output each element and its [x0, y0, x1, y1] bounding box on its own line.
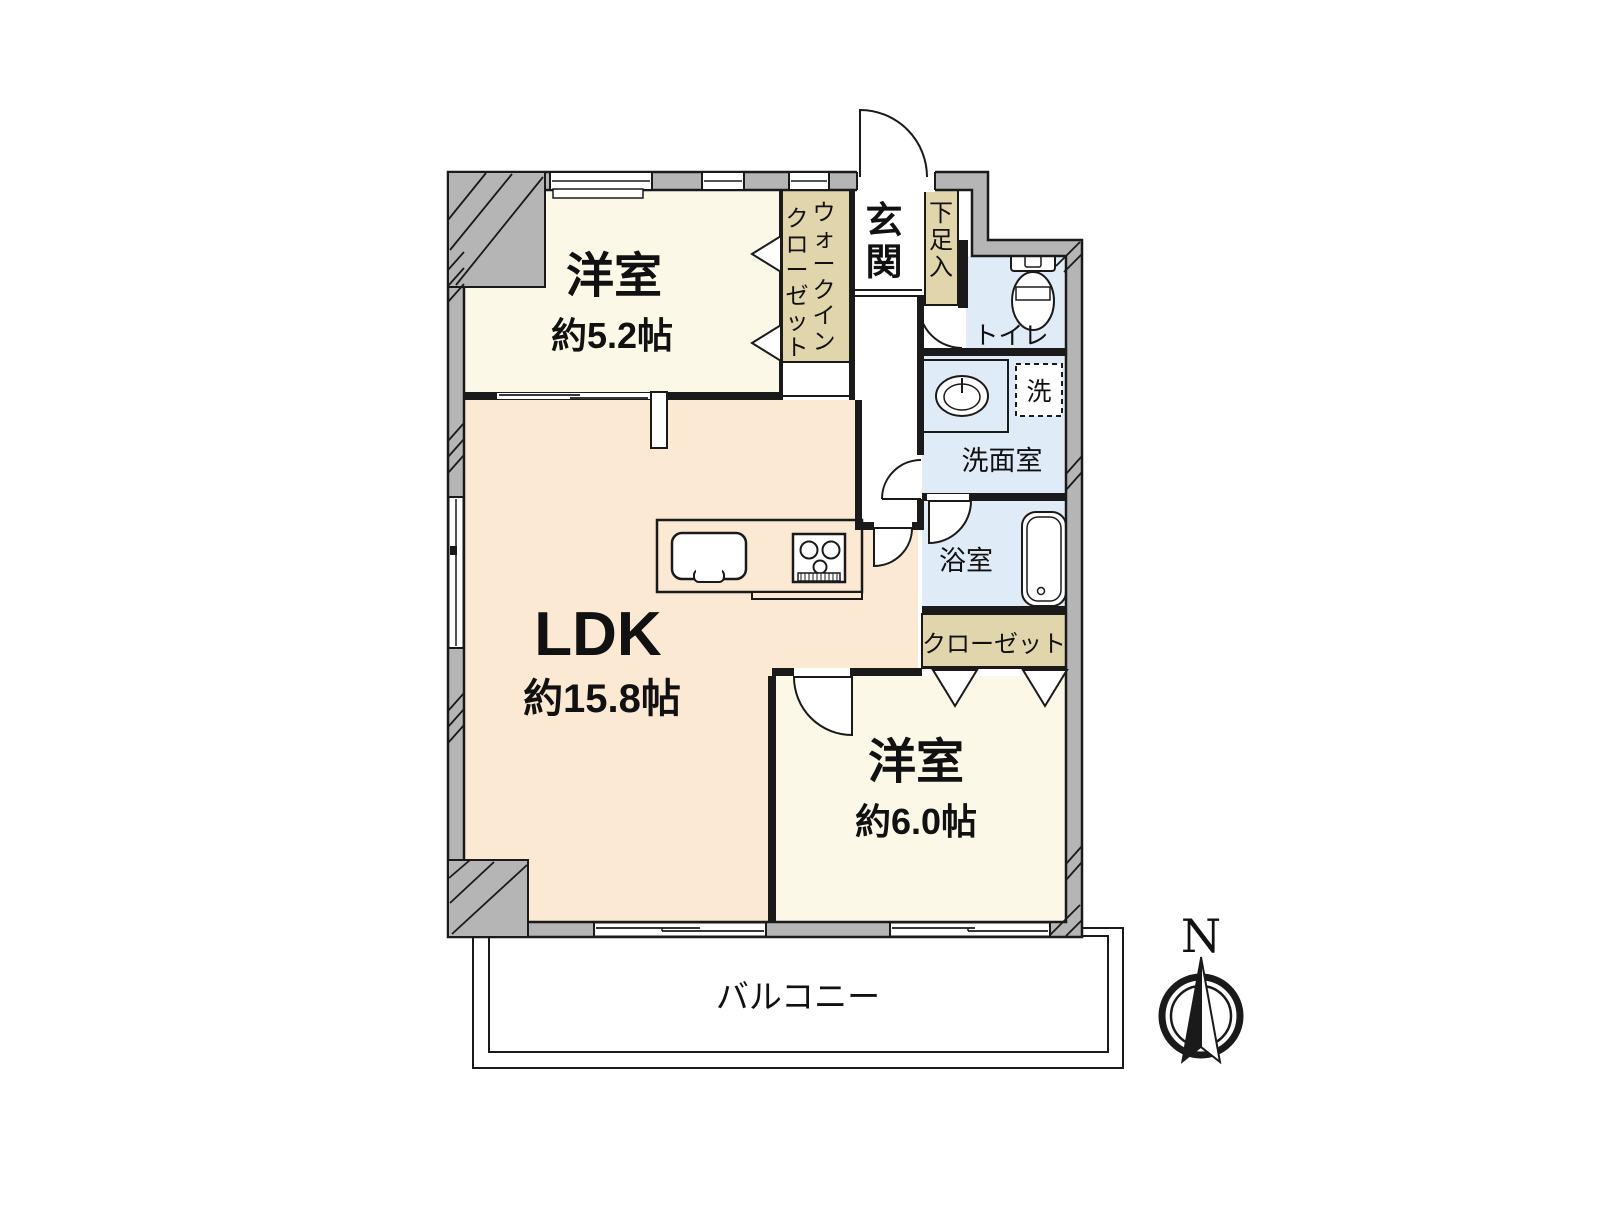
corner-block-bottomleft — [447, 859, 529, 938]
toilet-door-arc — [918, 304, 963, 349]
bath-door-arc — [928, 500, 973, 545]
washer-label: 洗 — [1026, 378, 1051, 406]
compass-n-label: N — [1181, 909, 1221, 963]
shoe-cabinet-label: 下足入 — [929, 200, 953, 281]
bedroom2-size: 約6.0帖 — [855, 801, 977, 842]
entrance-door-arc — [859, 108, 928, 178]
bedroom1-name: 洋室 — [566, 250, 662, 303]
bedroom2-door-arc — [792, 676, 853, 737]
washroom-door-arc — [881, 459, 922, 500]
bath-door-gap — [927, 494, 969, 500]
compass: N — [1158, 909, 1244, 1065]
wic-door-mark — [750, 234, 782, 274]
wall-stub — [650, 391, 668, 449]
corner-block-topleft — [447, 171, 546, 288]
wic-label-line1: ウォークイン — [813, 199, 836, 354]
closet-label: クローゼット — [922, 631, 1066, 658]
wic-lower-box — [780, 361, 852, 397]
ldk-name: LDK — [534, 600, 662, 669]
bedroom1-size: 約5.2帖 — [551, 315, 673, 356]
north-arrow-icon-right — [1200, 956, 1222, 1065]
folding-door-marks — [750, 234, 1069, 708]
hall-ldk-door-arc — [873, 527, 914, 568]
genkan-label: 玄関 — [866, 200, 903, 282]
bedroom2-name: 洋室 — [868, 736, 964, 789]
wic-label-line2: クローゼット — [786, 205, 809, 360]
wic-door-mark — [750, 323, 782, 363]
balcony — [472, 927, 1124, 1069]
washbasin-icon — [935, 375, 989, 417]
closet-door-mark — [1021, 669, 1069, 708]
windows — [448, 170, 1051, 937]
labels: 洋室 約5.2帖 ウォークイン クローゼット 玄関 下足入 トイレ 洗 洗面室 … — [523, 199, 1066, 1015]
closet-door-mark — [931, 669, 979, 708]
sliding-door — [497, 393, 650, 399]
bathtub-icon — [1021, 511, 1067, 607]
toilet-icon — [1010, 252, 1056, 331]
washroom-label: 洗面室 — [962, 446, 1043, 476]
shoe-cabinet — [924, 189, 959, 306]
door-arcs — [792, 108, 973, 737]
ldk-size: 約15.8帖 — [523, 677, 681, 721]
stove-icon — [791, 532, 847, 584]
bath-label: 浴室 — [939, 546, 993, 576]
north-arrow-icon-left — [1180, 956, 1202, 1064]
kitchen-sink-icon — [670, 531, 748, 583]
toilet-label: トイレ — [973, 322, 1048, 350]
wall-hatching — [447, 172, 1083, 937]
washer-space — [1015, 363, 1063, 417]
balcony-label: バルコニー — [716, 978, 880, 1015]
